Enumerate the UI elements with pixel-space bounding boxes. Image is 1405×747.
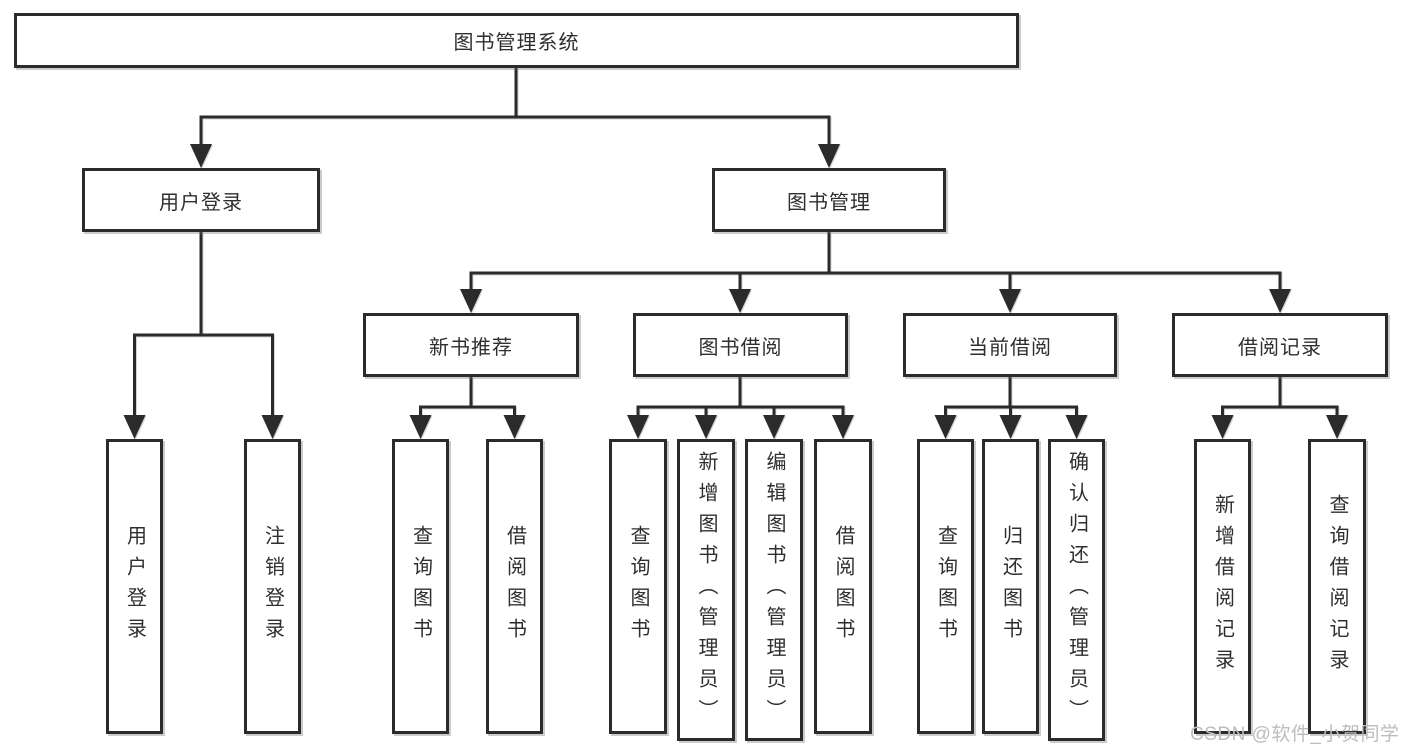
node-label: 用户登录 bbox=[159, 191, 243, 214]
leaf-logout: 注销登录 bbox=[244, 439, 301, 734]
leaf-label: 编辑图书（管理员） bbox=[763, 450, 785, 730]
leaf-return-books: 归还图书 bbox=[982, 439, 1039, 734]
edge-current-to-leaves bbox=[934, 377, 1088, 439]
leaf-label: 查询借阅记录 bbox=[1326, 493, 1348, 680]
node-label: 图书管理系统 bbox=[453, 32, 580, 54]
leaf-label: 用户登录 bbox=[123, 524, 146, 649]
leaf-add-borrow-record: 新增借阅记录 bbox=[1194, 439, 1251, 734]
leaf-query-borrow-record: 查询借阅记录 bbox=[1308, 439, 1366, 734]
leaf-label: 注销登录 bbox=[261, 524, 284, 649]
node-label: 图书借阅 bbox=[698, 336, 783, 359]
leaf-query-books-borrowing: 查询图书 bbox=[609, 439, 667, 734]
leaf-label: 确认归还（管理员） bbox=[1065, 450, 1088, 730]
csdn-watermark: CSDN @软件_小贺同学 bbox=[1190, 724, 1400, 745]
leaf-user-login: 用户登录 bbox=[106, 439, 163, 734]
edge-records-to-leaves bbox=[1211, 377, 1348, 439]
node-new-book-recommendation: 新书推荐 bbox=[363, 313, 579, 377]
node-current-borrowing: 当前借阅 bbox=[903, 313, 1117, 377]
leaf-borrow-books-newbook: 借阅图书 bbox=[486, 439, 543, 734]
leaf-borrow-books-borrowing: 借阅图书 bbox=[814, 439, 872, 734]
edge-book-mgmt-to-level3 bbox=[460, 232, 1291, 313]
edge-new-book-to-leaves bbox=[409, 377, 526, 439]
node-book-borrowing: 图书借阅 bbox=[633, 313, 848, 377]
leaf-add-books-admin: 新增图书（管理员） bbox=[677, 439, 735, 741]
node-label: 借阅记录 bbox=[1238, 336, 1322, 359]
node-user-login: 用户登录 bbox=[82, 168, 320, 232]
leaf-label: 查询图书 bbox=[627, 524, 649, 649]
node-book-management: 图书管理 bbox=[712, 168, 946, 232]
edge-root-to-level2 bbox=[190, 68, 840, 168]
node-label: 当前借阅 bbox=[968, 336, 1052, 359]
leaf-label: 新增借阅记录 bbox=[1211, 493, 1234, 680]
leaf-edit-books-admin: 编辑图书（管理员） bbox=[745, 439, 803, 741]
leaf-confirm-return-admin: 确认归还（管理员） bbox=[1048, 439, 1105, 741]
leaf-label: 借阅图书 bbox=[832, 524, 854, 649]
leaf-label: 查询图书 bbox=[409, 524, 432, 649]
node-borrow-records: 借阅记录 bbox=[1172, 313, 1388, 377]
leaf-query-books-newbook: 查询图书 bbox=[392, 439, 449, 734]
leaf-label: 借阅图书 bbox=[503, 524, 526, 649]
edge-borrowing-to-leaves bbox=[627, 377, 854, 439]
leaf-label: 新增图书（管理员） bbox=[695, 450, 717, 730]
leaf-query-books-current: 查询图书 bbox=[917, 439, 974, 734]
node-label: 图书管理 bbox=[787, 191, 871, 214]
edge-user-login-to-leaves bbox=[123, 232, 284, 439]
node-label: 新书推荐 bbox=[429, 336, 513, 359]
leaf-label: 查询图书 bbox=[934, 524, 957, 649]
node-library-management-system: 图书管理系统 bbox=[14, 13, 1019, 68]
leaf-label: 归还图书 bbox=[999, 524, 1022, 649]
